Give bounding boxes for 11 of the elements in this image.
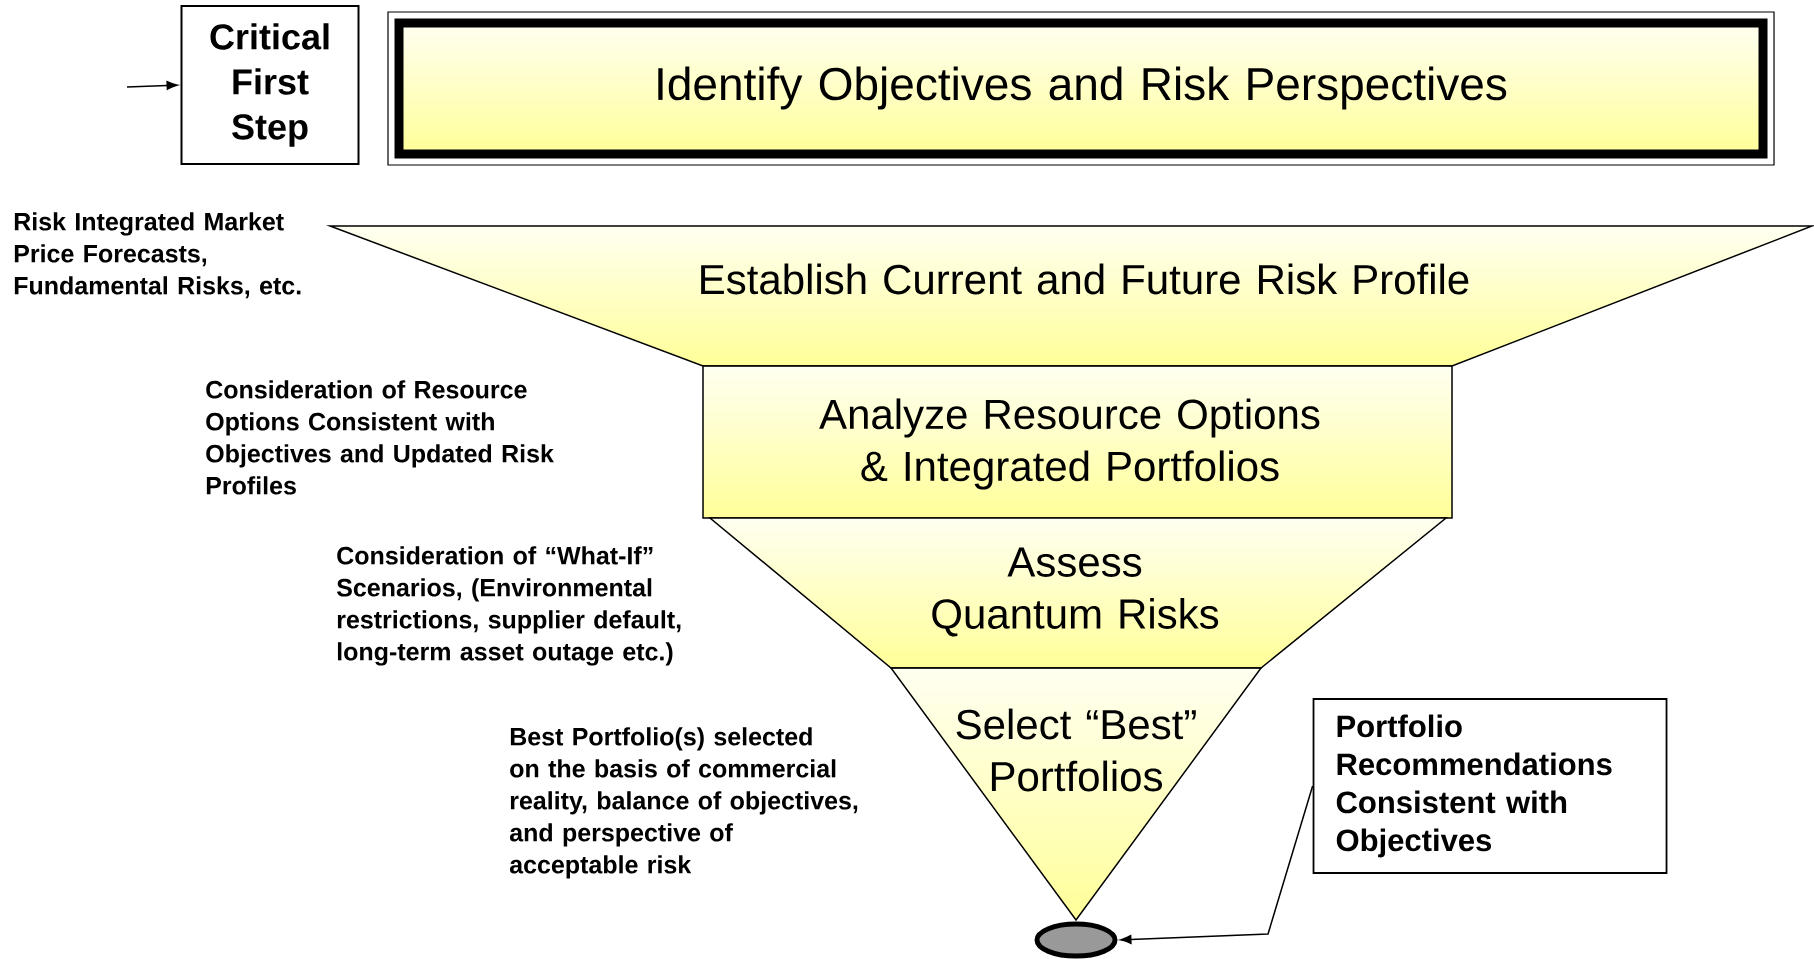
funnel-section: Analyze Resource Options & Integrated Portfolios xyxy=(702,365,1453,519)
note-box: Portfolio Recommendations Consistent with Objectives xyxy=(1312,698,1668,874)
note-text: Consideration of Resource Options Consistent with Objectives and Updated Risk Profiles xyxy=(206,380,554,495)
note-text: Consideration of “What-If” Scenarios, (Environmental restrictions, supplier default, long-term asset outage etc.) xyxy=(336,546,681,666)
step-box: Critical First Step xyxy=(180,5,360,165)
arrow xyxy=(1120,785,1314,944)
funnel-outlet xyxy=(1034,921,1118,959)
note-text: Risk Integrated Market Price Forecasts, Fundamental Risks, etc. xyxy=(14,212,301,299)
process-box: Identify Objectives and Risk Perspectives xyxy=(387,11,1775,166)
arrow xyxy=(126,81,178,90)
note-text: Best Portfolio(s) selected on the basis of commercial reality, balance of objectives, and perspective of acceptable risk xyxy=(509,727,858,879)
